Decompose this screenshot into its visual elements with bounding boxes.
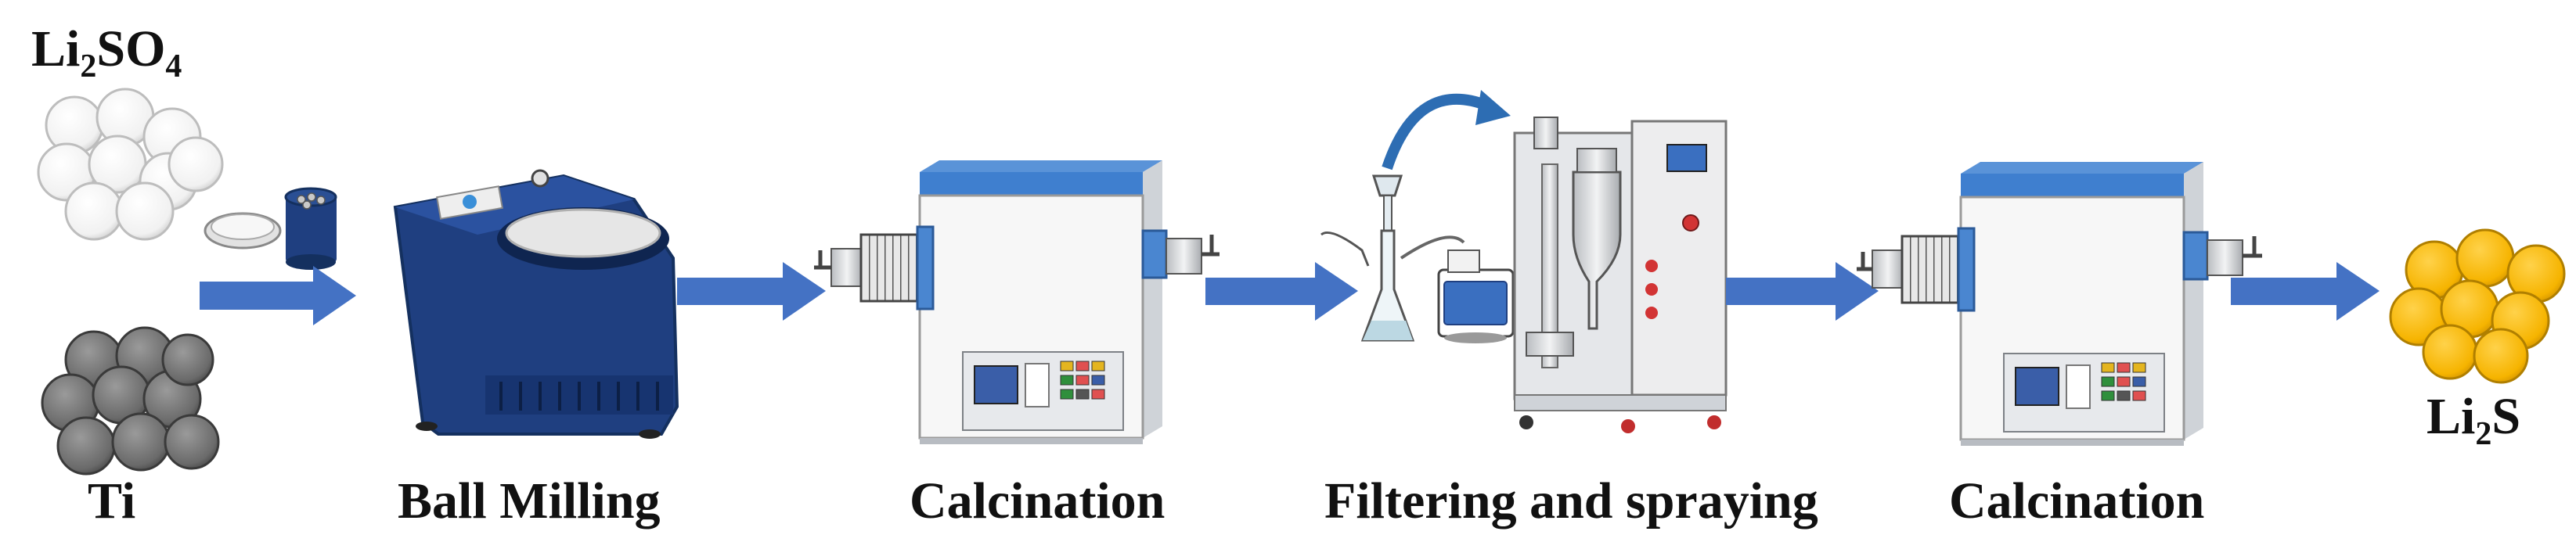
reactant-ti-label: Ti	[88, 472, 136, 529]
formula-subscript: 2	[2475, 416, 2492, 452]
ti-particles	[41, 326, 220, 476]
formula-subscript: 2	[80, 48, 97, 84]
tube-furnace-2	[1857, 162, 2262, 446]
arrow-calcination-to-product	[2231, 262, 2380, 321]
step-calcination-1-label: Calcination	[910, 472, 1166, 529]
arrow-spraying-to-calcination	[1726, 262, 1879, 321]
li2s-particles	[2389, 228, 2566, 384]
formula-part: SO	[96, 20, 166, 77]
arrow-calcination-to-spraying	[1205, 262, 1358, 321]
formula-part: Li	[31, 20, 81, 77]
formula-part: Li	[2426, 388, 2476, 445]
step-ball-milling-label: Ball Milling	[398, 472, 661, 529]
reactant-li2so4-label: Li2SO4	[31, 20, 182, 84]
formula-part: S	[2491, 388, 2521, 445]
ball-mill-machine	[393, 169, 679, 439]
li2so4-particles	[37, 88, 224, 241]
product-li2s-label: Li2S	[2426, 388, 2521, 451]
tube-furnace-1	[814, 160, 1220, 444]
step-calcination-2-label: Calcination	[1949, 472, 2205, 529]
arrow-mill-to-calcination	[677, 262, 826, 321]
step-filtering-spraying-label: Filtering and spraying	[1324, 472, 1818, 529]
spray-dryer	[1513, 117, 1728, 433]
filtration-setup	[1320, 174, 1515, 343]
formula-subscript: 4	[165, 48, 182, 84]
arrow-reactants-to-mill	[200, 266, 356, 325]
transfer-curved-arrow	[1382, 90, 1511, 171]
ball-mill-jar	[204, 187, 337, 270]
